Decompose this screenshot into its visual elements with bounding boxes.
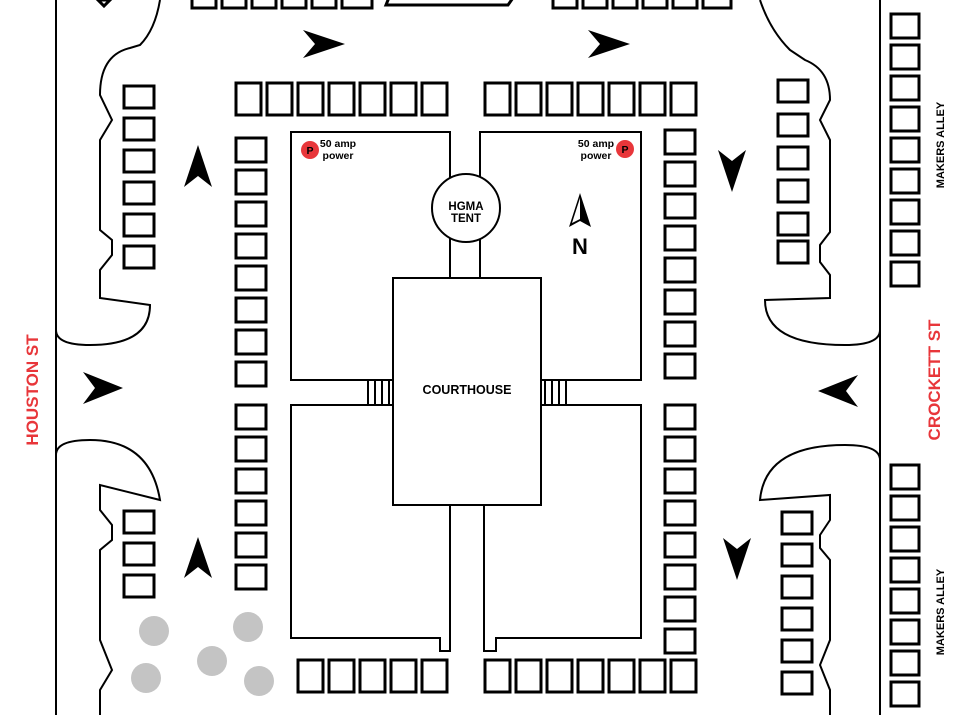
booth-column-right-curb-lower — [780, 510, 814, 696]
arrow-south-right-lower — [723, 538, 751, 580]
booth-row-bottom-left — [296, 658, 449, 694]
north-compass: N — [569, 193, 591, 259]
power-label-line2: power — [323, 150, 354, 162]
tree-icon — [139, 616, 169, 646]
booth-row-bottom-right — [483, 658, 698, 694]
hgma-tent-label-line1: HGMA — [448, 201, 483, 213]
tree-icon — [197, 646, 227, 676]
booth-column-makers-alley-upper — [889, 12, 921, 288]
makers-alley-label-bottom: MAKERS ALLEY — [935, 568, 947, 655]
compass-label: N — [572, 234, 588, 259]
plaza-blocks — [290, 131, 642, 652]
power-icon — [301, 141, 319, 159]
hgma-tent-label-line2: TENT — [451, 213, 481, 225]
tree-icon — [131, 663, 161, 693]
power-marker-letter: P — [306, 145, 313, 157]
street-label-houston: HOUSTON ST — [23, 334, 42, 446]
makers-alley-label-top: MAKERS ALLEY — [935, 101, 947, 188]
curb-bottom-right — [758, 443, 881, 715]
booth-column-left-curb-upper — [122, 84, 156, 270]
trees — [131, 612, 274, 696]
courthouse-label: COURTHOUSE — [423, 383, 512, 397]
arrow-east-top-left — [303, 30, 345, 58]
power-icon — [616, 140, 634, 158]
power-marker-left: P 50 amp power — [301, 138, 356, 162]
curb-top-right — [759, 0, 881, 347]
arrow-south-right-upper — [718, 150, 746, 192]
courthouse-steps — [367, 380, 567, 405]
arrow-west-crockett — [818, 375, 858, 407]
courthouse-building — [392, 277, 542, 506]
top-edge-booths — [95, 0, 733, 10]
tree-icon — [233, 612, 263, 642]
direction-arrows — [83, 30, 858, 580]
booth-row-top-left — [234, 81, 449, 117]
booth-column-right-inner — [663, 128, 697, 655]
curb-top-left — [55, 0, 161, 347]
power-marker-right: P 50 amp power — [578, 138, 634, 162]
arrow-north-left-lower — [184, 537, 212, 578]
arrow-north-left-upper — [184, 145, 212, 187]
tree-icon — [244, 666, 274, 696]
booth-column-makers-alley-lower — [889, 463, 921, 708]
hgma-tent — [431, 173, 501, 243]
power-label-line1: 50 amp — [578, 138, 614, 150]
booth-column-right-curb-upper — [776, 78, 810, 265]
street-label-crockett: CROCKETT ST — [925, 319, 944, 441]
power-label-line2: power — [581, 150, 612, 162]
booth-column-left-curb-lower — [122, 509, 156, 599]
power-marker-letter: P — [621, 144, 628, 156]
booth-column-left-inner — [234, 136, 268, 591]
power-label-line1: 50 amp — [320, 138, 356, 150]
arrow-east-top-right — [588, 30, 630, 58]
curb-bottom-left — [55, 438, 162, 715]
arrow-east-houston — [83, 372, 123, 404]
booth-row-top-right — [483, 81, 698, 117]
